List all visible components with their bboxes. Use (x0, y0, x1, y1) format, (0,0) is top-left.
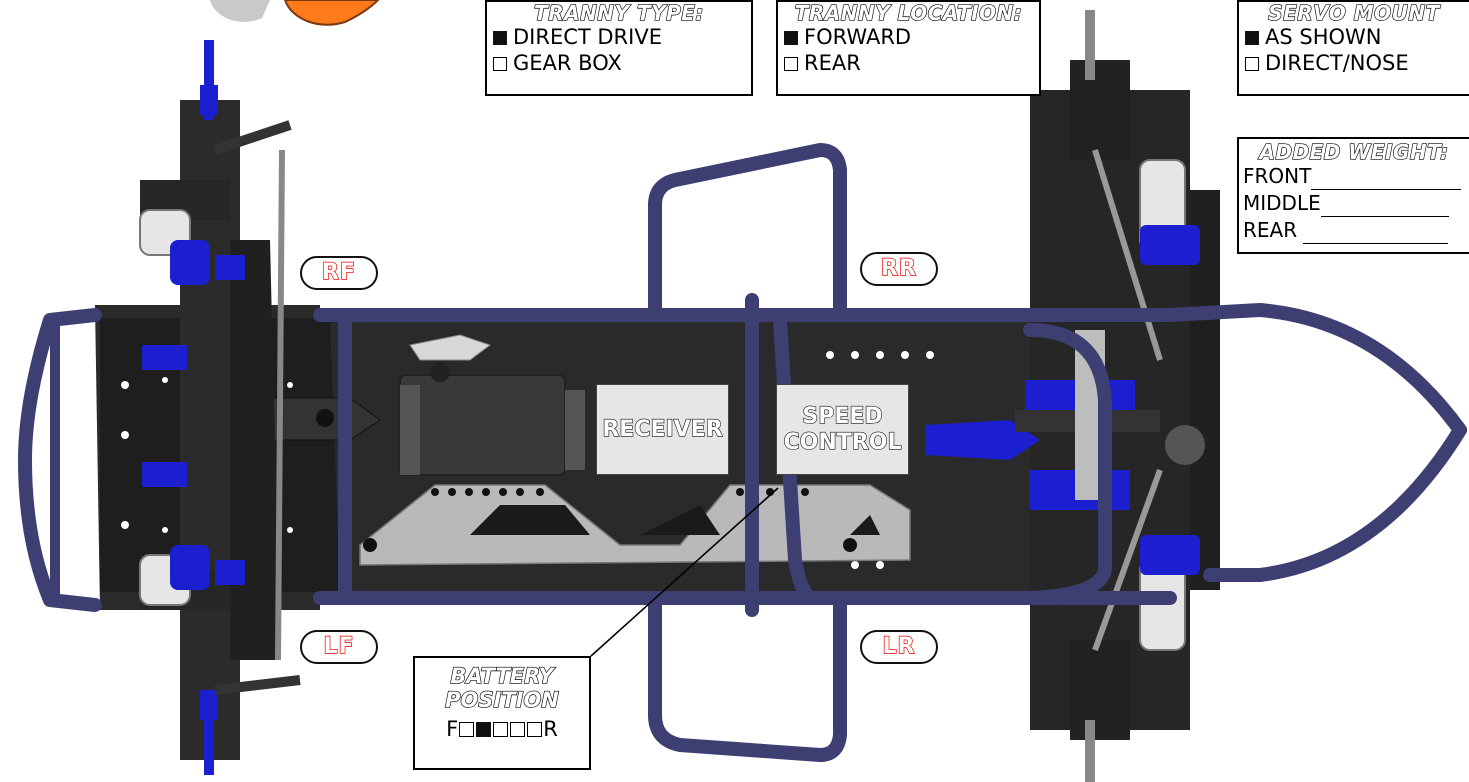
tranny-type-direct-drive[interactable]: DIRECT DRIVE (487, 24, 751, 50)
corner-label-rf: RF (300, 256, 378, 290)
logo (210, 0, 380, 26)
servo (254, 334, 585, 476)
tranny-location-rear[interactable]: REAR (778, 50, 1039, 76)
battery-front-label: F (446, 717, 459, 741)
battery-slot[interactable] (527, 722, 543, 737)
added-weight-rear[interactable]: REAR (1239, 217, 1469, 244)
tranny-type-box: TRANNY TYPE: DIRECT DRIVE GEAR BOX (485, 0, 753, 96)
added-weight-middle[interactable]: MIDDLE (1239, 190, 1469, 217)
receiver-label: RECEIVER (596, 384, 729, 475)
checkbox-checked-icon[interactable] (784, 31, 798, 45)
corner-label-lr: LR (860, 630, 938, 664)
servo-mount-direct-nose[interactable]: DIRECT/NOSE (1239, 50, 1469, 76)
corner-label-rr: RR (860, 252, 938, 286)
checkbox-checked-icon[interactable] (493, 31, 507, 45)
added-weight-box: ADDED WEIGHT: FRONT MIDDLE REAR (1237, 137, 1469, 254)
battery-position-title-2: POSITION (444, 687, 559, 712)
battery-position-title-1: BATTERY (450, 663, 554, 688)
battery-slot[interactable] (510, 722, 526, 737)
tranny-location-box: TRANNY LOCATION: FORWARD REAR (776, 0, 1041, 96)
servo-mount-box: SERVO MOUNT AS SHOWN DIRECT/NOSE (1237, 0, 1469, 96)
battery-leader-line (590, 487, 779, 657)
tranny-location-title: TRANNY LOCATION: (794, 1, 1023, 25)
battery-slot[interactable] (493, 722, 509, 737)
checkbox-unchecked-icon[interactable] (493, 57, 507, 71)
corner-label-lf: LF (300, 630, 378, 664)
rear-suspension (925, 10, 1220, 782)
battery-slot-selected[interactable] (476, 722, 492, 737)
added-weight-title: ADDED WEIGHT: (1259, 140, 1449, 164)
battery-slot[interactable] (459, 722, 475, 737)
servo-mount-as-shown[interactable]: AS SHOWN (1239, 24, 1469, 50)
tranny-type-gear-box[interactable]: GEAR BOX (487, 50, 751, 76)
checkbox-unchecked-icon[interactable] (784, 57, 798, 71)
servo-mount-title: SERVO MOUNT (1268, 1, 1440, 25)
battery-slots (458, 717, 543, 741)
battery-rear-label: R (543, 717, 558, 741)
tranny-location-forward[interactable]: FORWARD (778, 24, 1039, 50)
tranny-type-title: TRANNY TYPE: (533, 1, 704, 25)
speed-control-label: SPEED CONTROL (776, 384, 909, 475)
tube-frame (18, 143, 1467, 762)
added-weight-front[interactable]: FRONT (1239, 163, 1469, 190)
front-suspension (139, 40, 301, 775)
checkbox-checked-icon[interactable] (1245, 31, 1259, 45)
checkbox-unchecked-icon[interactable] (1245, 57, 1259, 71)
